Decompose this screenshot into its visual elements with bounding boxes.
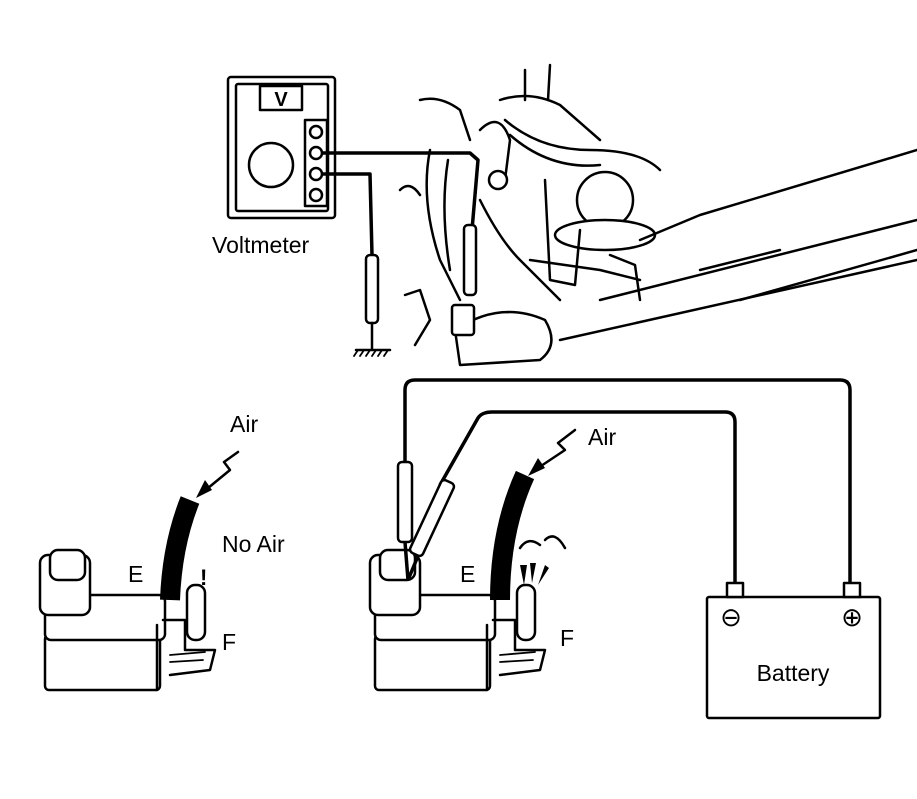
air-flow-icon [518, 535, 567, 585]
battery-positive-lead [403, 378, 852, 585]
right-air-label: Air [588, 424, 616, 450]
battery-label: Battery [757, 660, 830, 686]
right-port-e-label: E [460, 561, 475, 587]
voltmeter-display-label: V [274, 89, 288, 111]
left-no-air-label: No Air [222, 531, 285, 557]
negative-lead [322, 172, 374, 256]
terminal-icon [308, 145, 324, 161]
probe-icon [364, 253, 380, 325]
battery-negative-terminal-icon: ⊖ [720, 602, 742, 632]
right-port-f-label: F [560, 625, 574, 651]
left-port-e-label: E [128, 561, 143, 587]
hose-e-right [490, 470, 535, 601]
vsv-powered [368, 548, 547, 692]
positive-lead [322, 151, 480, 231]
terminal-icon [308, 124, 324, 140]
air-arrow-left-icon [200, 450, 240, 495]
engine-compartment-illustration [398, 63, 917, 367]
voltmeter: V [226, 75, 337, 220]
battery: ⊖ ⊕ Battery [705, 581, 882, 720]
hose-e-left [160, 496, 200, 601]
left-port-f-label: F [222, 629, 236, 655]
air-arrow-right-icon [533, 428, 577, 472]
dial-icon [247, 141, 295, 189]
ground-icon [354, 321, 392, 352]
terminal-icon [308, 166, 324, 182]
terminal-icon [308, 187, 324, 203]
battery-positive-terminal-icon: ⊕ [841, 602, 863, 632]
no-air-mark-icon: ! [200, 565, 207, 590]
left-air-label: Air [230, 411, 258, 437]
battery-negative-lead [438, 410, 737, 585]
voltmeter-caption: Voltmeter [212, 232, 309, 258]
